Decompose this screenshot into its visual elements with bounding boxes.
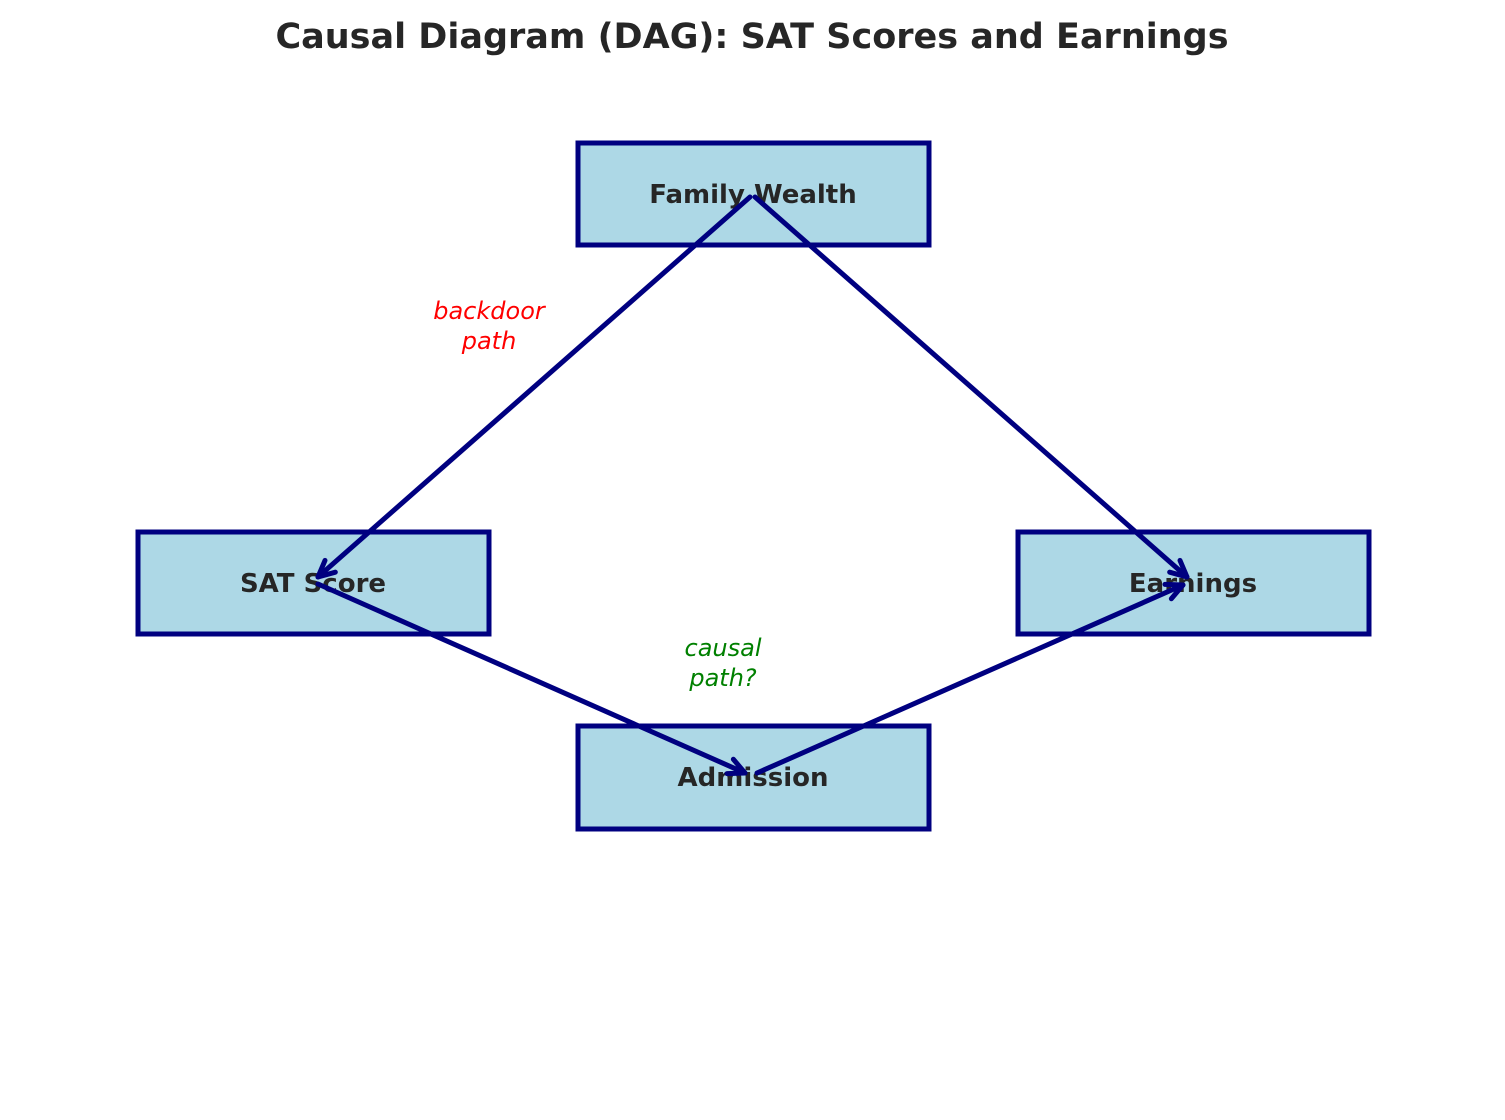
edge-family-wealth-to-earnings [752, 194, 1190, 580]
edge-sat-score-to-admission [315, 581, 748, 777]
arrowhead-icon [724, 756, 748, 777]
annotation-causal-path: causal path? [685, 634, 762, 692]
arrowhead-icon [315, 557, 338, 580]
edges [315, 194, 1190, 777]
node-label: Admission [678, 763, 829, 793]
node-admission: Admission [575, 723, 932, 832]
node-earnings: Earnings [1015, 529, 1372, 637]
edge-line [315, 581, 748, 776]
edge-line [315, 194, 753, 580]
arrowhead-icon [1162, 581, 1186, 602]
diagram-title: Causal Diagram (DAG): SAT Scores and Ear… [275, 17, 1228, 57]
node-label: Earnings [1129, 569, 1257, 599]
arrowhead-icon [1167, 557, 1190, 580]
node-label: SAT Score [240, 569, 386, 599]
edge-family-wealth-to-sat-score [315, 194, 753, 580]
annotation-text: causal [685, 634, 762, 662]
annotation-text: backdoor [433, 297, 547, 325]
edge-line [752, 194, 1190, 580]
annotation-backdoor-path: backdoor path [433, 297, 547, 355]
edge-admission-to-earnings [754, 581, 1186, 776]
node-family-wealth: Family Wealth [575, 140, 932, 248]
edge-line [754, 582, 1186, 776]
node-label: Family Wealth [649, 180, 856, 210]
annotation-text: path [461, 327, 517, 355]
annotation-text: path? [688, 664, 757, 692]
node-sat-score: SAT Score [135, 529, 492, 637]
